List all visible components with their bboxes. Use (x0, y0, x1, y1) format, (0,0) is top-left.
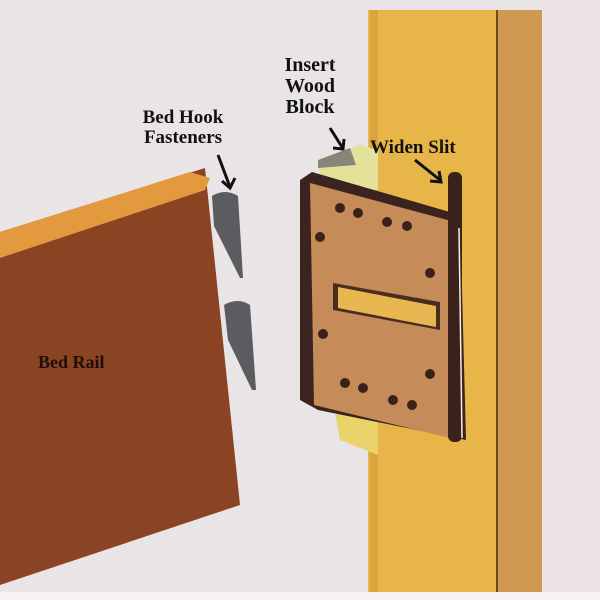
bed-rail-top (0, 172, 210, 258)
plate-slot (338, 287, 436, 327)
slit-highlight (458, 227, 463, 439)
wall-right (540, 0, 600, 600)
arrow-head (221, 177, 237, 191)
label-insert-wood-block: Insert Wood Block (270, 55, 350, 118)
arrow-insert-wood-block (328, 127, 344, 148)
label-bed-rail: Bed Rail (38, 352, 105, 372)
arrow-bed-hook (216, 154, 232, 188)
label-widen-slit: Widen Slit (370, 137, 456, 158)
label-insert-line3: Block (285, 96, 335, 118)
label-bed-hook-line2: Fasteners (143, 126, 223, 148)
wood-block-shadow (318, 148, 356, 168)
hook-fastener-top (212, 192, 243, 278)
arrow-widen-slit (414, 158, 441, 182)
label-bed-hook-fasteners: Bed Hook Fasteners (128, 108, 238, 148)
label-insert-line2: Wood (284, 75, 336, 97)
bed-post-side (496, 10, 542, 592)
arrow-head (429, 170, 443, 184)
arrows (216, 127, 443, 191)
plate-holes (315, 203, 435, 410)
bed-rail (0, 168, 240, 585)
label-bed-hook-line1: Bed Hook (142, 107, 224, 128)
label-insert-line1: Insert (284, 54, 336, 76)
arrow-head (332, 138, 346, 151)
hook-fastener-bottom (224, 301, 256, 390)
bottom-edge (0, 592, 600, 600)
